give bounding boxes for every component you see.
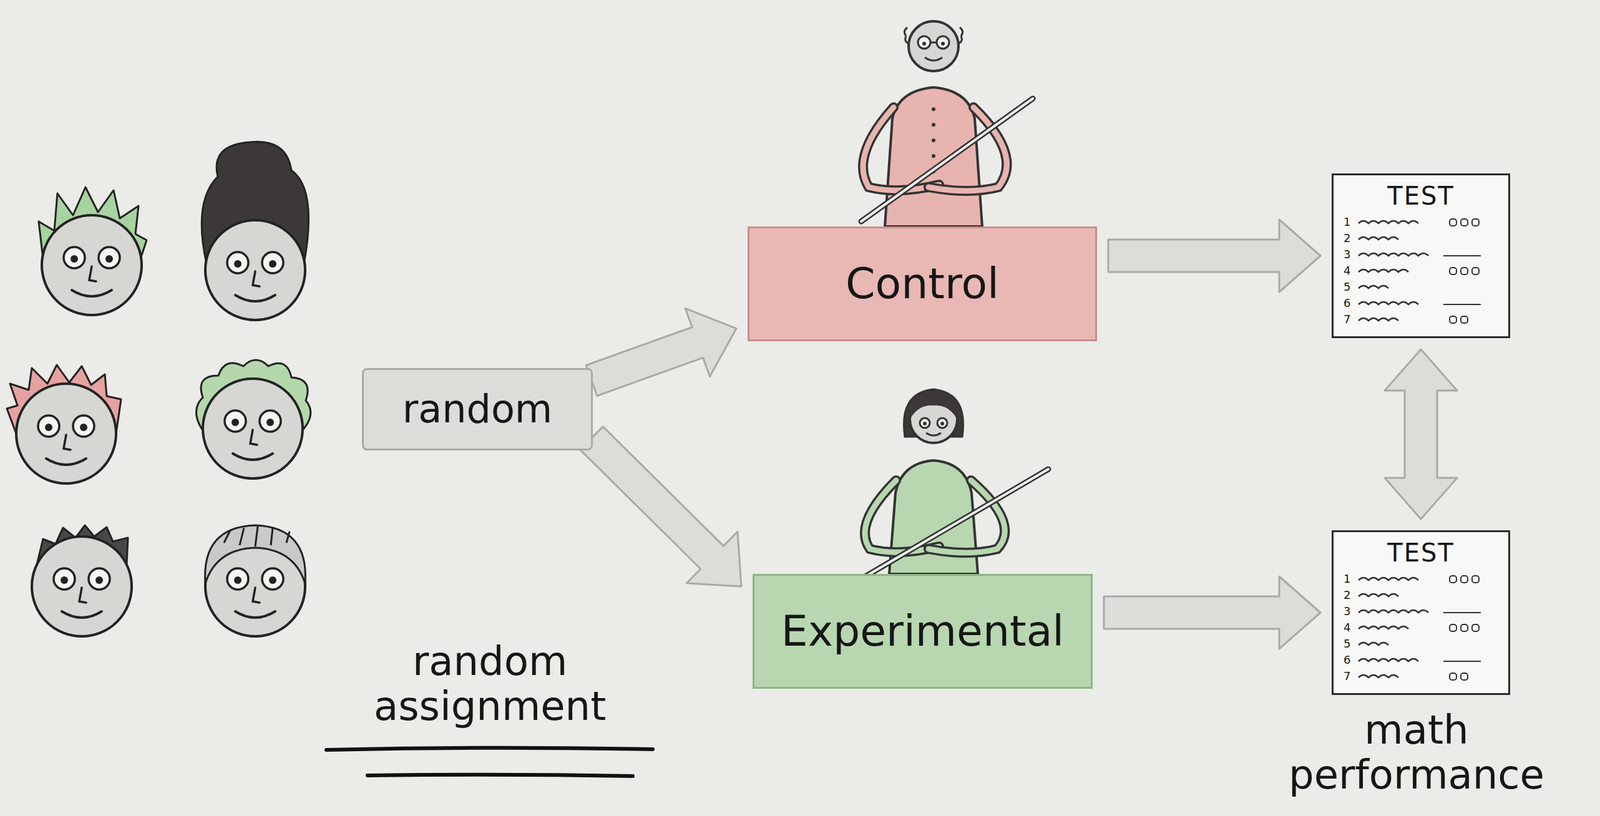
student-face [38, 187, 147, 316]
box-label: Control [768, 258, 1077, 310]
question-row: 4 [1343, 619, 1499, 636]
block-arrow [1103, 576, 1321, 649]
block-arrow [585, 308, 737, 396]
question-number: 7 [1343, 670, 1357, 683]
question-number: 3 [1343, 248, 1357, 261]
student-face [201, 141, 309, 321]
question-row: 2 [1343, 587, 1499, 604]
answer-line [1356, 605, 1494, 618]
answer-line [1356, 637, 1494, 651]
question-number: 2 [1343, 232, 1357, 244]
question-row: 3 [1343, 246, 1499, 263]
question-number: 5 [1343, 638, 1357, 650]
student-face [31, 525, 132, 637]
question-number: 5 [1343, 281, 1357, 293]
question-number: 6 [1343, 654, 1357, 666]
answer-line [1356, 264, 1494, 278]
paper-heading: TEST [1343, 181, 1499, 211]
paper-heading: TEST [1343, 538, 1499, 568]
question-row: 5 [1343, 278, 1499, 296]
test-paper: TEST 1 2 3 4 5 6 7 [1331, 530, 1511, 696]
split-arrow-box: random [361, 368, 593, 451]
question-number: 4 [1343, 265, 1357, 277]
answer-line [1356, 313, 1494, 326]
block-arrow [1108, 219, 1321, 293]
answer-line [1356, 215, 1494, 229]
block-arrow [1384, 349, 1458, 520]
underline [367, 775, 633, 777]
answer-line [1356, 280, 1494, 294]
question-number: 2 [1343, 589, 1357, 601]
test-paper: TEST 1 2 3 4 5 6 7 [1331, 173, 1511, 339]
question-row: 1 [1343, 214, 1499, 231]
answer-line [1356, 232, 1494, 245]
question-row: 1 [1343, 570, 1499, 588]
student-face [6, 365, 122, 484]
box-label: Experimental [773, 605, 1073, 658]
question-number: 3 [1343, 605, 1357, 618]
group-box: Experimental [752, 574, 1093, 689]
question-row: 5 [1343, 635, 1499, 653]
teacher-figure [861, 21, 1033, 227]
question-row: 7 [1343, 668, 1499, 685]
question-row: 3 [1343, 603, 1499, 620]
question-row: 6 [1343, 295, 1499, 312]
question-row: 6 [1343, 652, 1499, 669]
answer-line [1356, 589, 1494, 602]
box-label: random [391, 386, 564, 433]
question-number: 6 [1343, 297, 1357, 309]
question-number: 4 [1343, 622, 1357, 634]
underline [326, 748, 653, 751]
answer-line [1356, 297, 1494, 310]
axis-note: random assignment [373, 639, 606, 729]
answer-line [1356, 248, 1494, 261]
student-face [195, 360, 311, 479]
question-number: 1 [1343, 573, 1357, 585]
outcome-label: math performance [1288, 708, 1545, 798]
block-arrow [580, 426, 742, 587]
question-row: 7 [1343, 311, 1499, 328]
group-box: Control [747, 226, 1098, 342]
answer-line [1356, 572, 1494, 586]
question-number: 1 [1343, 216, 1357, 228]
question-row: 2 [1343, 230, 1499, 247]
student-face [205, 525, 306, 637]
question-row: 4 [1343, 262, 1499, 279]
question-number: 7 [1343, 313, 1357, 326]
teacher-figure [864, 389, 1049, 578]
answer-line [1356, 653, 1494, 667]
answer-line [1356, 621, 1494, 635]
answer-line [1356, 670, 1494, 683]
